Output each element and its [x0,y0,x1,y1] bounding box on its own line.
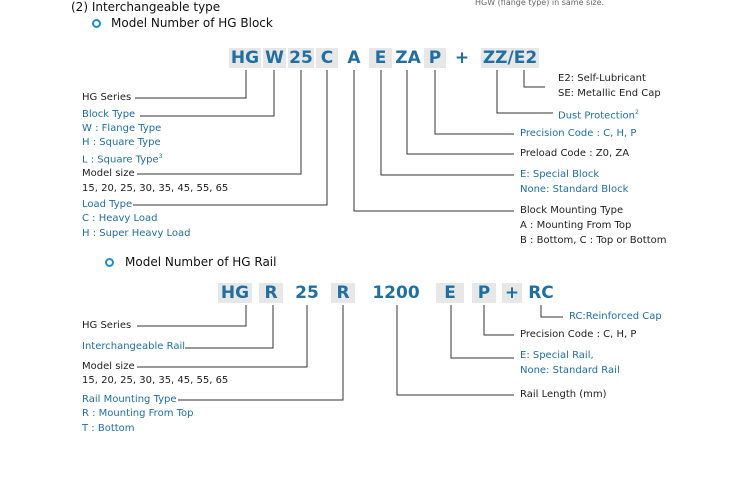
block-code-plus: + [454,48,470,68]
rail-code-hg: HG [218,283,252,303]
rail-code-size: 25 [295,283,319,303]
rail-mounting-r: R : Mounting From Top [82,408,194,419]
rail-standard-label: None: Standard Rail [520,365,620,376]
rail-series-label: HG Series [82,320,132,331]
block-type-h: H : Square Type [82,137,161,148]
block-e2-label: E2: Self-Lubricant [558,73,646,84]
rail-model-size-values: 15, 20, 25, 30, 35, 45, 55, 65 [82,375,229,386]
line-special-block [380,70,514,176]
line-dust [496,70,553,114]
block-code-p: P [424,48,446,68]
block-type-label: Block Type [82,109,136,120]
line-zz-e2 [523,70,545,88]
line-block-type [140,70,275,117]
rail-rc-label: RC:Reinforced Cap [569,311,662,322]
top-note: HGW (flange type) in same size. [475,0,605,7]
rail-interchangeable-label: Interchangeable Rail [82,341,186,352]
line-hg-series [135,70,247,99]
block-model-size-values: 15, 20, 25, 30, 35, 45, 55, 65 [82,183,229,194]
block-special-label: E: Special Block [520,169,600,180]
line-load-type [133,70,328,206]
section-title: (2) Interchangeable type [71,0,221,14]
line-interchangeable [185,305,274,349]
block-type-w: W : Flange Type [82,123,162,134]
line-rc [540,305,563,318]
block-load-type-h: H : Super Heavy Load [82,228,191,239]
rail-mounting-label: Rail Mounting Type [82,394,177,405]
rail-code-plus: + [502,283,522,303]
line-precision [434,70,514,135]
rail-code-r1: R [259,283,283,303]
block-mounting-b: B : Bottom, C : Top or Bottom [520,235,667,246]
rail-code-length: 1200 [372,283,420,303]
rail-title: Model Number of HG Rail [125,255,277,269]
block-preload-label: Preload Code : Z0, ZA [520,148,630,159]
rail-special-label: E: Special Rail, [520,350,594,361]
rail-precision-label: Precision Code : C, H, P [520,329,637,340]
block-title: Model Number of HG Block [111,16,273,30]
block-model-size-label: Model size [82,168,135,179]
block-code-zz-e2: ZZ/E2 [481,48,539,68]
block-se-label: SE: Metallic End Cap [558,88,661,99]
block-load-type-label: Load Type [82,199,133,210]
bullet-icon [92,19,101,28]
block-code-w: W [263,48,286,68]
block-code-size: 25 [288,48,314,68]
rail-code-r2: R [331,283,355,303]
block-mounting-a: A : Mounting From Top [520,220,632,231]
line-mounting [353,70,514,212]
rail-model-size-label: Model size [82,361,135,372]
rail-code-p: P [472,283,496,303]
line-rail-series [137,305,247,327]
block-standard-label: None: Standard Block [520,184,629,195]
block-dust-label: Dust Protection2 [558,109,639,122]
line-rail-mounting [178,305,344,401]
rail-mounting-t: T : Bottom [82,423,135,434]
line-rail-length [396,305,514,396]
block-series-label: HG Series [82,92,132,103]
line-special-rail [450,305,514,359]
rail-code-e: E [436,283,464,303]
block-type-l: L : Square Type3 [82,153,163,166]
block-code-hg: HG [229,48,261,68]
block-code-a: A [347,48,361,68]
block-code-c: C [316,48,338,68]
block-mounting-label: Block Mounting Type [520,205,624,216]
block-code-za: ZA [395,48,421,68]
block-precision-label: Precision Code : C, H, P [520,128,637,139]
bullet-icon [105,258,114,267]
block-code-e: E [369,48,392,68]
line-rail-size [137,305,308,368]
block-load-type-c: C : Heavy Load [82,213,158,224]
line-model-size [137,70,302,175]
line-preload [406,70,514,155]
rail-code-rc: RC [528,283,554,303]
line-rail-precision [483,305,514,336]
rail-length-label: Rail Length (mm) [520,389,607,400]
